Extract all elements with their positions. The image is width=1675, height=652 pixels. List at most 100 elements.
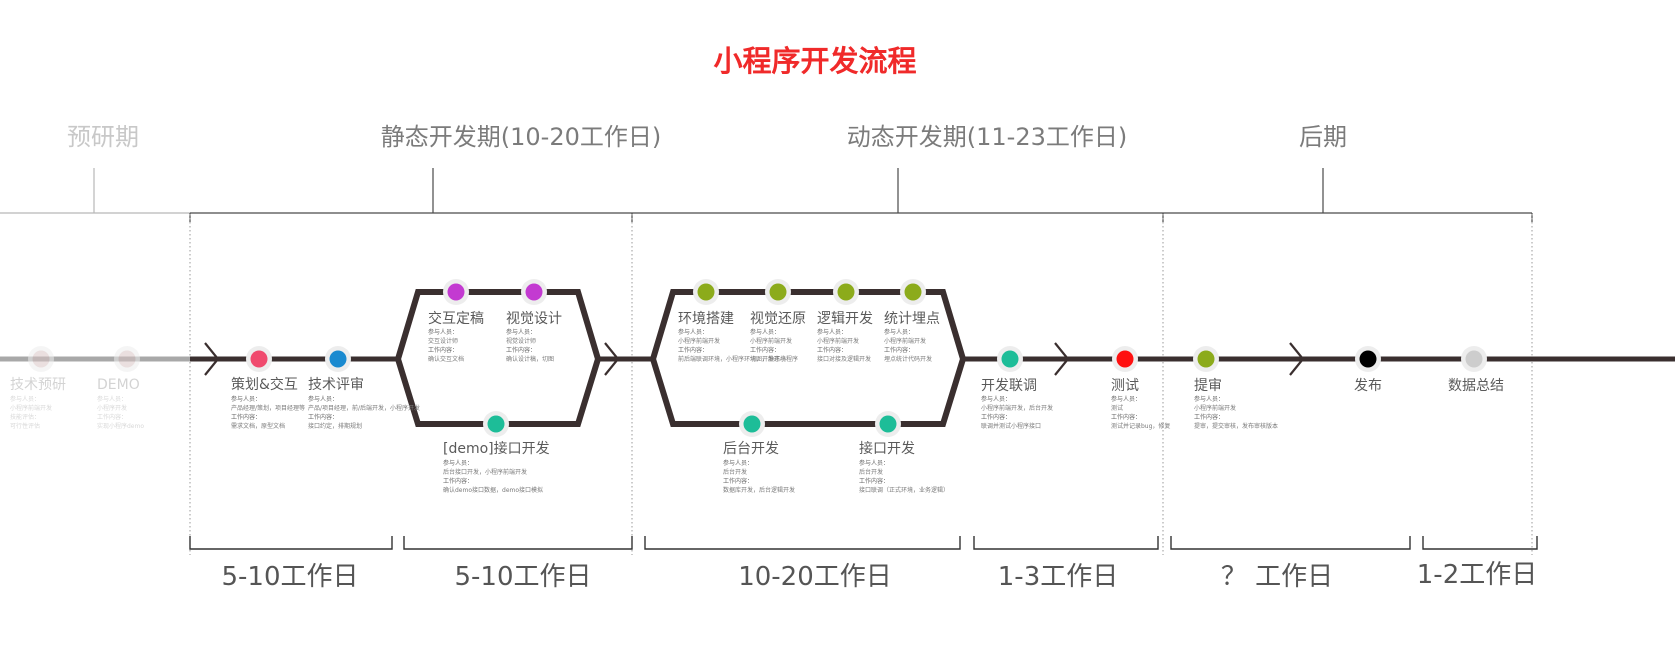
- node-label: 环境搭建: [678, 311, 734, 327]
- node-label: 发布: [1354, 378, 1382, 394]
- node-detail: 参与人员：: [1111, 395, 1141, 403]
- phase-brackets: [0, 168, 1533, 222]
- node-detail: 接口对接及逻辑开发: [817, 355, 871, 363]
- node-detail: 工作内容：: [308, 413, 338, 421]
- node-label: [demo]接口开发: [443, 440, 550, 457]
- duration-bracket: [1170, 536, 1411, 550]
- node-detail: 产品经理/策划，项目经理等: [231, 404, 305, 412]
- process-nodes: 技术预研参与人员：小程序前端开发技能评估：可行性评估DEMO参与人员：小程序开发…: [10, 279, 1504, 494]
- node-label: 开发联调: [981, 378, 1037, 394]
- node-detail: 工作内容：: [506, 346, 536, 354]
- node-dot: [250, 350, 268, 368]
- node-detail: 参与人员：: [97, 395, 127, 403]
- node-dot: [743, 415, 761, 433]
- node-detail: 工作内容：: [678, 346, 708, 354]
- node-label: DEMO: [97, 377, 140, 393]
- node-detail: 工作内容：: [884, 346, 914, 354]
- node-detail: 切图，静态小程序: [750, 355, 798, 363]
- node-detail: 工作内容：: [859, 477, 889, 485]
- phase-label-late: 后期: [1299, 123, 1347, 151]
- process-node: [demo]接口开发参与人员：后台接口开发，小程序前端开发工作内容：确认demo…: [443, 411, 550, 494]
- node-detail: 数据库开发，后台逻辑开发: [723, 486, 795, 494]
- phase-label-preresearch: 预研期: [67, 123, 139, 151]
- node-detail: 小程序前端开发: [678, 337, 720, 345]
- node-detail: 确认设计稿，切图: [506, 355, 554, 363]
- duration-label-4: 1-3工作日: [998, 562, 1118, 592]
- node-detail: 交互设计师: [428, 337, 458, 345]
- duration-brackets: [189, 536, 1538, 550]
- diagram-title: 小程序开发流程: [713, 44, 916, 78]
- node-detail: 工作内容：: [97, 413, 127, 421]
- arrow-icons: [204, 342, 1305, 376]
- node-dot: [904, 283, 922, 301]
- node-dot: [837, 283, 855, 301]
- node-dot: [447, 283, 465, 301]
- node-detail: 工作内容：: [443, 477, 473, 485]
- node-detail: 可行性评估: [10, 422, 40, 430]
- node-detail: 工作内容：: [428, 346, 458, 354]
- node-label: 视觉设计: [506, 311, 562, 327]
- node-dot: [1197, 350, 1215, 368]
- node-detail: 后台接口开发，小程序前端开发: [443, 468, 527, 476]
- node-detail: 确认demo接口数据，demo接口模拟: [443, 486, 543, 494]
- node-detail: 工作内容：: [231, 413, 261, 421]
- node-detail: 小程序开发: [97, 404, 127, 412]
- node-label: 提审: [1194, 378, 1222, 394]
- node-detail: 参与人员：: [678, 328, 708, 336]
- node-detail: 后台开发: [723, 468, 747, 476]
- arrow-right-icon: [604, 342, 620, 376]
- node-detail: 参与人员：: [506, 328, 536, 336]
- process-node: 技术评审参与人员：产品/项目经理，前/后端开发，小程序开发工作内容：接口约定，排…: [308, 346, 420, 430]
- node-detail: 参与人员：: [231, 395, 261, 403]
- node-detail: 小程序前端开发: [1194, 404, 1236, 412]
- node-label: 技术预研: [10, 377, 66, 393]
- node-detail: 参与人员：: [884, 328, 914, 336]
- node-detail: 接口联调（正式环境，业务逻辑）: [859, 486, 949, 494]
- node-detail: 小程序前端开发: [750, 337, 792, 345]
- arrow-right-icon: [1289, 342, 1305, 376]
- duration-label-3: 10-20工作日: [738, 562, 892, 592]
- node-detail: 确认交互文档: [428, 355, 464, 363]
- node-detail: 测试并记录bug，修复: [1111, 422, 1170, 430]
- node-detail: 小程序前端开发，后台开发: [981, 404, 1053, 412]
- node-detail: 参与人员：: [723, 459, 753, 467]
- node-label: 视觉还原: [750, 311, 806, 327]
- duration-label-5: ？ 工作日: [1221, 562, 1333, 592]
- duration-label-6: 1-2工作日: [1417, 560, 1537, 590]
- duration-label-2: 5-10工作日: [454, 562, 591, 592]
- node-detail: 工作内容：: [750, 346, 780, 354]
- node-detail: 参与人员：: [750, 328, 780, 336]
- static-dev-loop: [394, 289, 602, 427]
- node-label: 后台开发: [723, 441, 779, 457]
- duration-bracket: [644, 536, 961, 550]
- node-detail: 工作内容：: [981, 413, 1011, 421]
- node-detail: 提审，提交审核，发布审核版本: [1194, 422, 1278, 430]
- node-label: 接口开发: [859, 440, 915, 457]
- node-detail: 参与人员：: [1194, 395, 1224, 403]
- node-dot: [487, 415, 505, 433]
- node-label: 统计埋点: [884, 311, 940, 327]
- node-detail: 测试: [1111, 404, 1123, 412]
- node-dot: [769, 283, 787, 301]
- node-dot: [1359, 350, 1377, 368]
- node-detail: 视觉设计师: [506, 337, 536, 345]
- node-detail: 前后端联调环境，小程序环境，开发环境: [678, 355, 786, 363]
- node-label: 测试: [1111, 378, 1139, 394]
- node-label: 逻辑开发: [817, 311, 873, 327]
- duration-label-1: 5-10工作日: [221, 562, 358, 592]
- node-detail: 参与人员：: [817, 328, 847, 336]
- process-node: 数据总结: [1448, 346, 1504, 394]
- node-dot: [32, 350, 50, 368]
- duration-bracket: [1422, 536, 1538, 550]
